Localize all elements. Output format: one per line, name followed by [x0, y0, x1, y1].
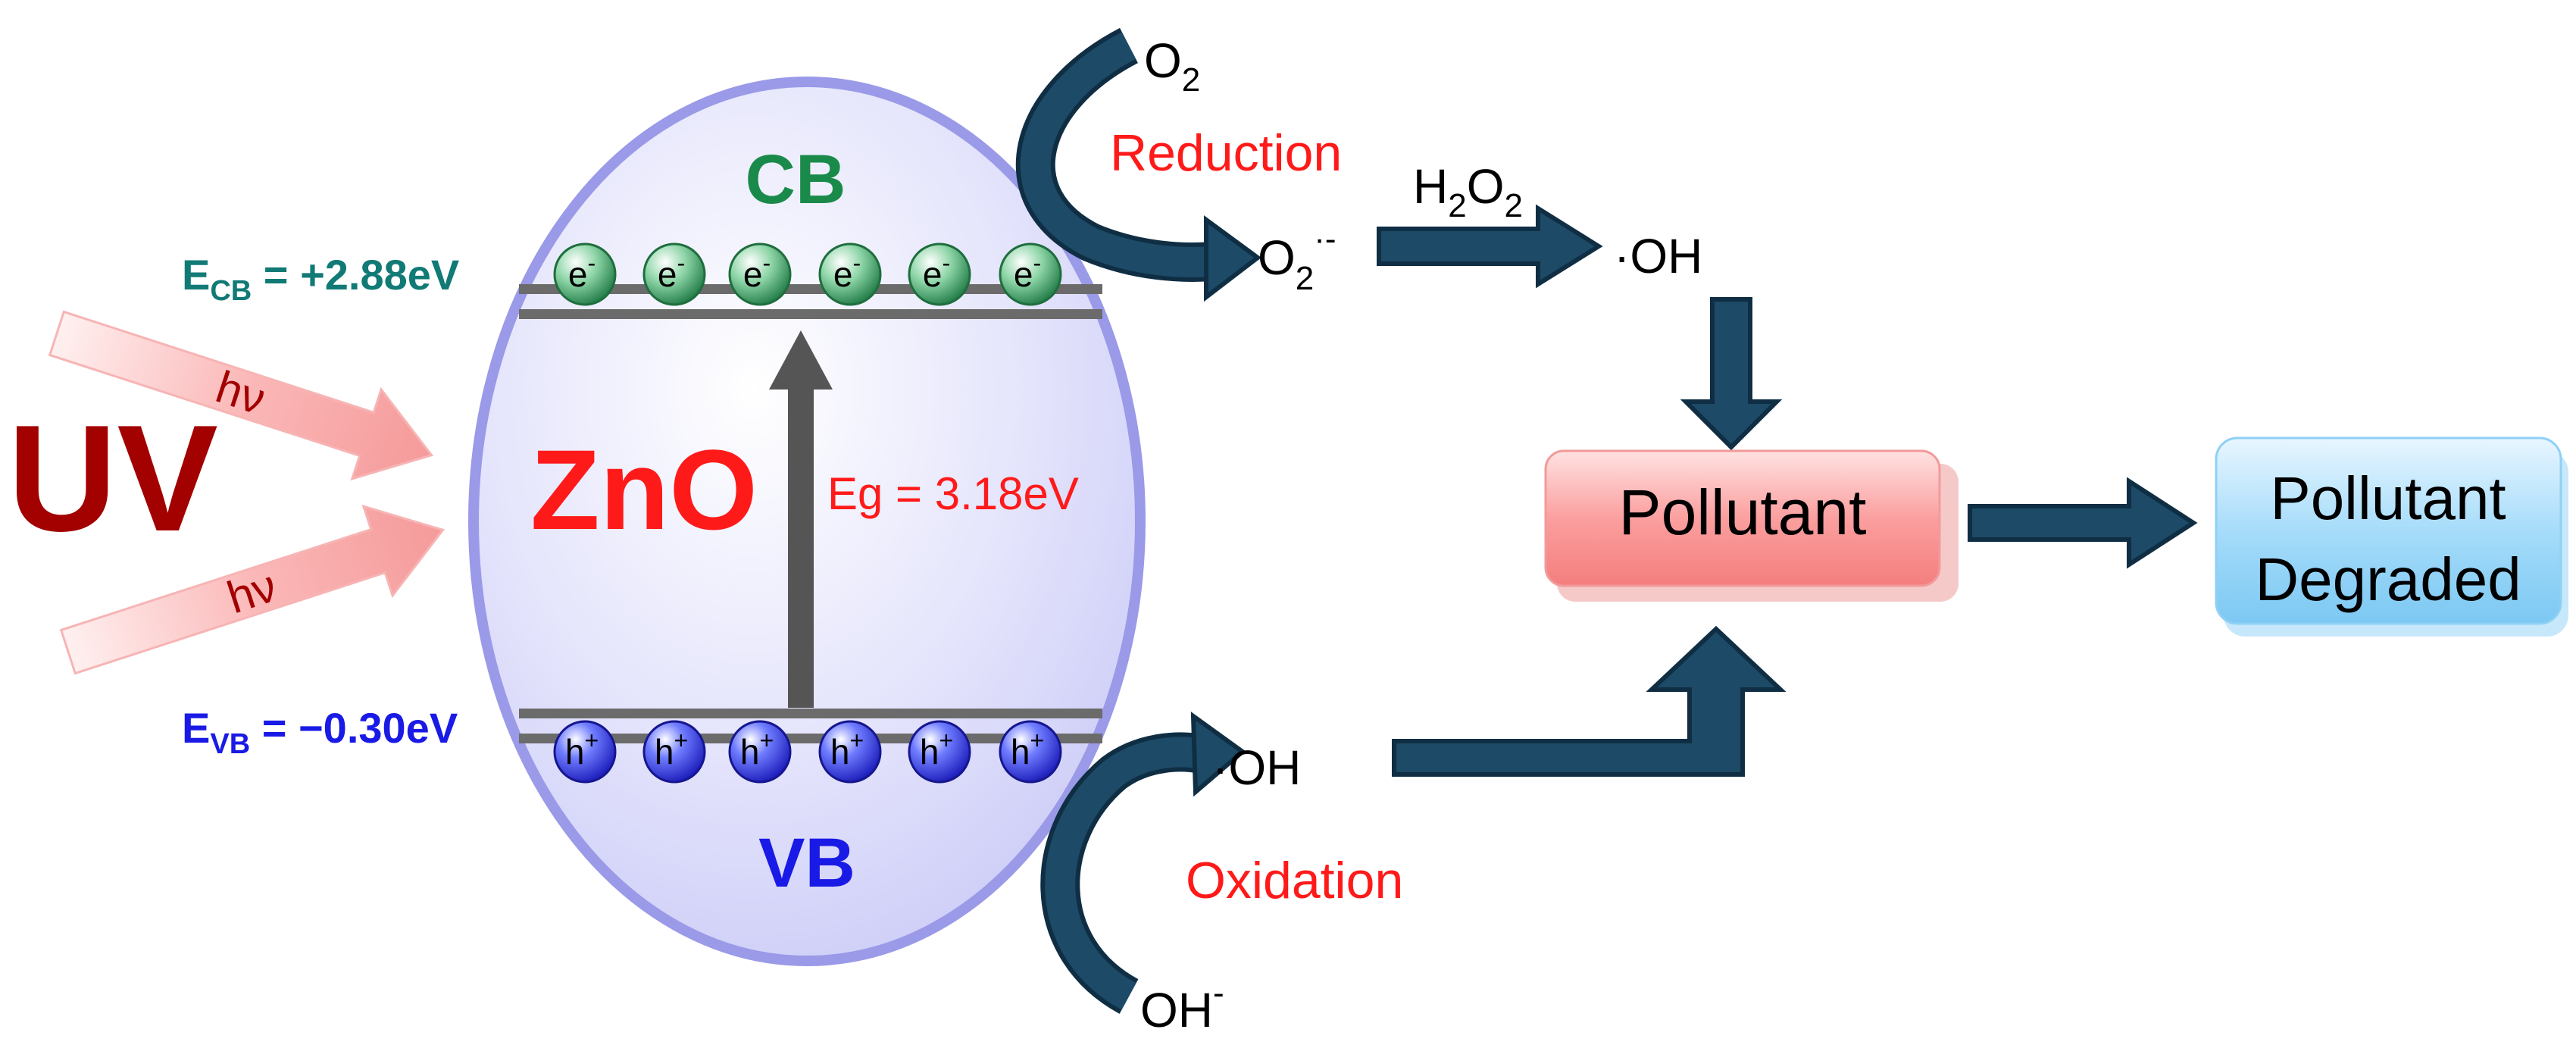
electron-particle: e-	[553, 242, 617, 306]
bent-arrow-to-pollutant	[1392, 625, 1787, 777]
h2o2-label: H2O2	[1413, 159, 1523, 224]
svg-text:h+: h+	[565, 727, 599, 771]
pollutant-label: Pollutant	[1619, 477, 1867, 548]
pollutant-box: Pollutant	[1544, 449, 1959, 602]
oxidation-label: Oxidation	[1186, 852, 1403, 909]
degraded-line-1: Pollutant	[2270, 465, 2506, 532]
e-cb-label: ECB = +2.88eV	[182, 251, 459, 307]
band-gap-arrow	[769, 330, 833, 708]
uv-label: UV	[8, 394, 218, 563]
superoxide-product: O2·-	[1258, 221, 1336, 297]
svg-text:e-: e-	[833, 249, 861, 294]
hole-row: h+ h+ h+ h+ h+ h+	[553, 720, 1062, 784]
band-gap-label: Eg = 3.18eV	[827, 468, 1079, 519]
electron-particle: e-	[999, 242, 1062, 306]
svg-text:h+: h+	[1011, 727, 1044, 771]
o2-reactant: O2	[1144, 33, 1200, 99]
cb-label: CB	[746, 141, 846, 218]
e-vb-label: EVB = −0.30eV	[182, 704, 458, 760]
hole-particle: h+	[642, 720, 706, 784]
svg-text:e-: e-	[743, 249, 771, 294]
svg-text:h+: h+	[740, 727, 774, 771]
degraded-line-2: Degraded	[2255, 546, 2521, 613]
down-arrow-to-pollutant	[1680, 297, 1783, 451]
reduction-label: Reduction	[1110, 124, 1342, 182]
hydroxide-reactant: OH-	[1140, 975, 1224, 1037]
zno-label: ZnO	[530, 426, 758, 553]
arrow-to-degraded	[1968, 477, 2198, 569]
degraded-box: Pollutant Degraded	[2215, 436, 2568, 637]
hole-particle: h+	[908, 720, 971, 784]
svg-text:e-: e-	[923, 249, 950, 294]
svg-text:h+: h+	[655, 727, 688, 771]
hydroxyl-radical-bottom: ·OH	[1212, 740, 1301, 795]
hydroxyl-radical-top: ·OH	[1614, 229, 1702, 283]
svg-text:e-: e-	[568, 249, 596, 294]
h2o2-arrow	[1377, 204, 1603, 289]
electron-particle: e-	[728, 242, 792, 306]
svg-text:h+: h+	[830, 727, 864, 771]
hole-particle: h+	[553, 720, 617, 784]
svg-text:e-: e-	[1014, 249, 1041, 294]
electron-particle: e-	[908, 242, 971, 306]
hole-particle: h+	[818, 720, 882, 784]
electron-particle: e-	[642, 242, 706, 306]
electron-particle: e-	[818, 242, 882, 306]
hole-particle: h+	[999, 720, 1062, 784]
electron-row: e-e-e-e-e-e-	[553, 242, 1062, 306]
vb-label: VB	[758, 824, 855, 902]
reduction-curved-arrow	[1015, 27, 1262, 302]
oxidation-curved-arrow	[1040, 711, 1246, 1014]
svg-text:h+: h+	[920, 727, 953, 771]
hole-particle: h+	[728, 720, 792, 784]
svg-text:e-: e-	[658, 249, 685, 294]
